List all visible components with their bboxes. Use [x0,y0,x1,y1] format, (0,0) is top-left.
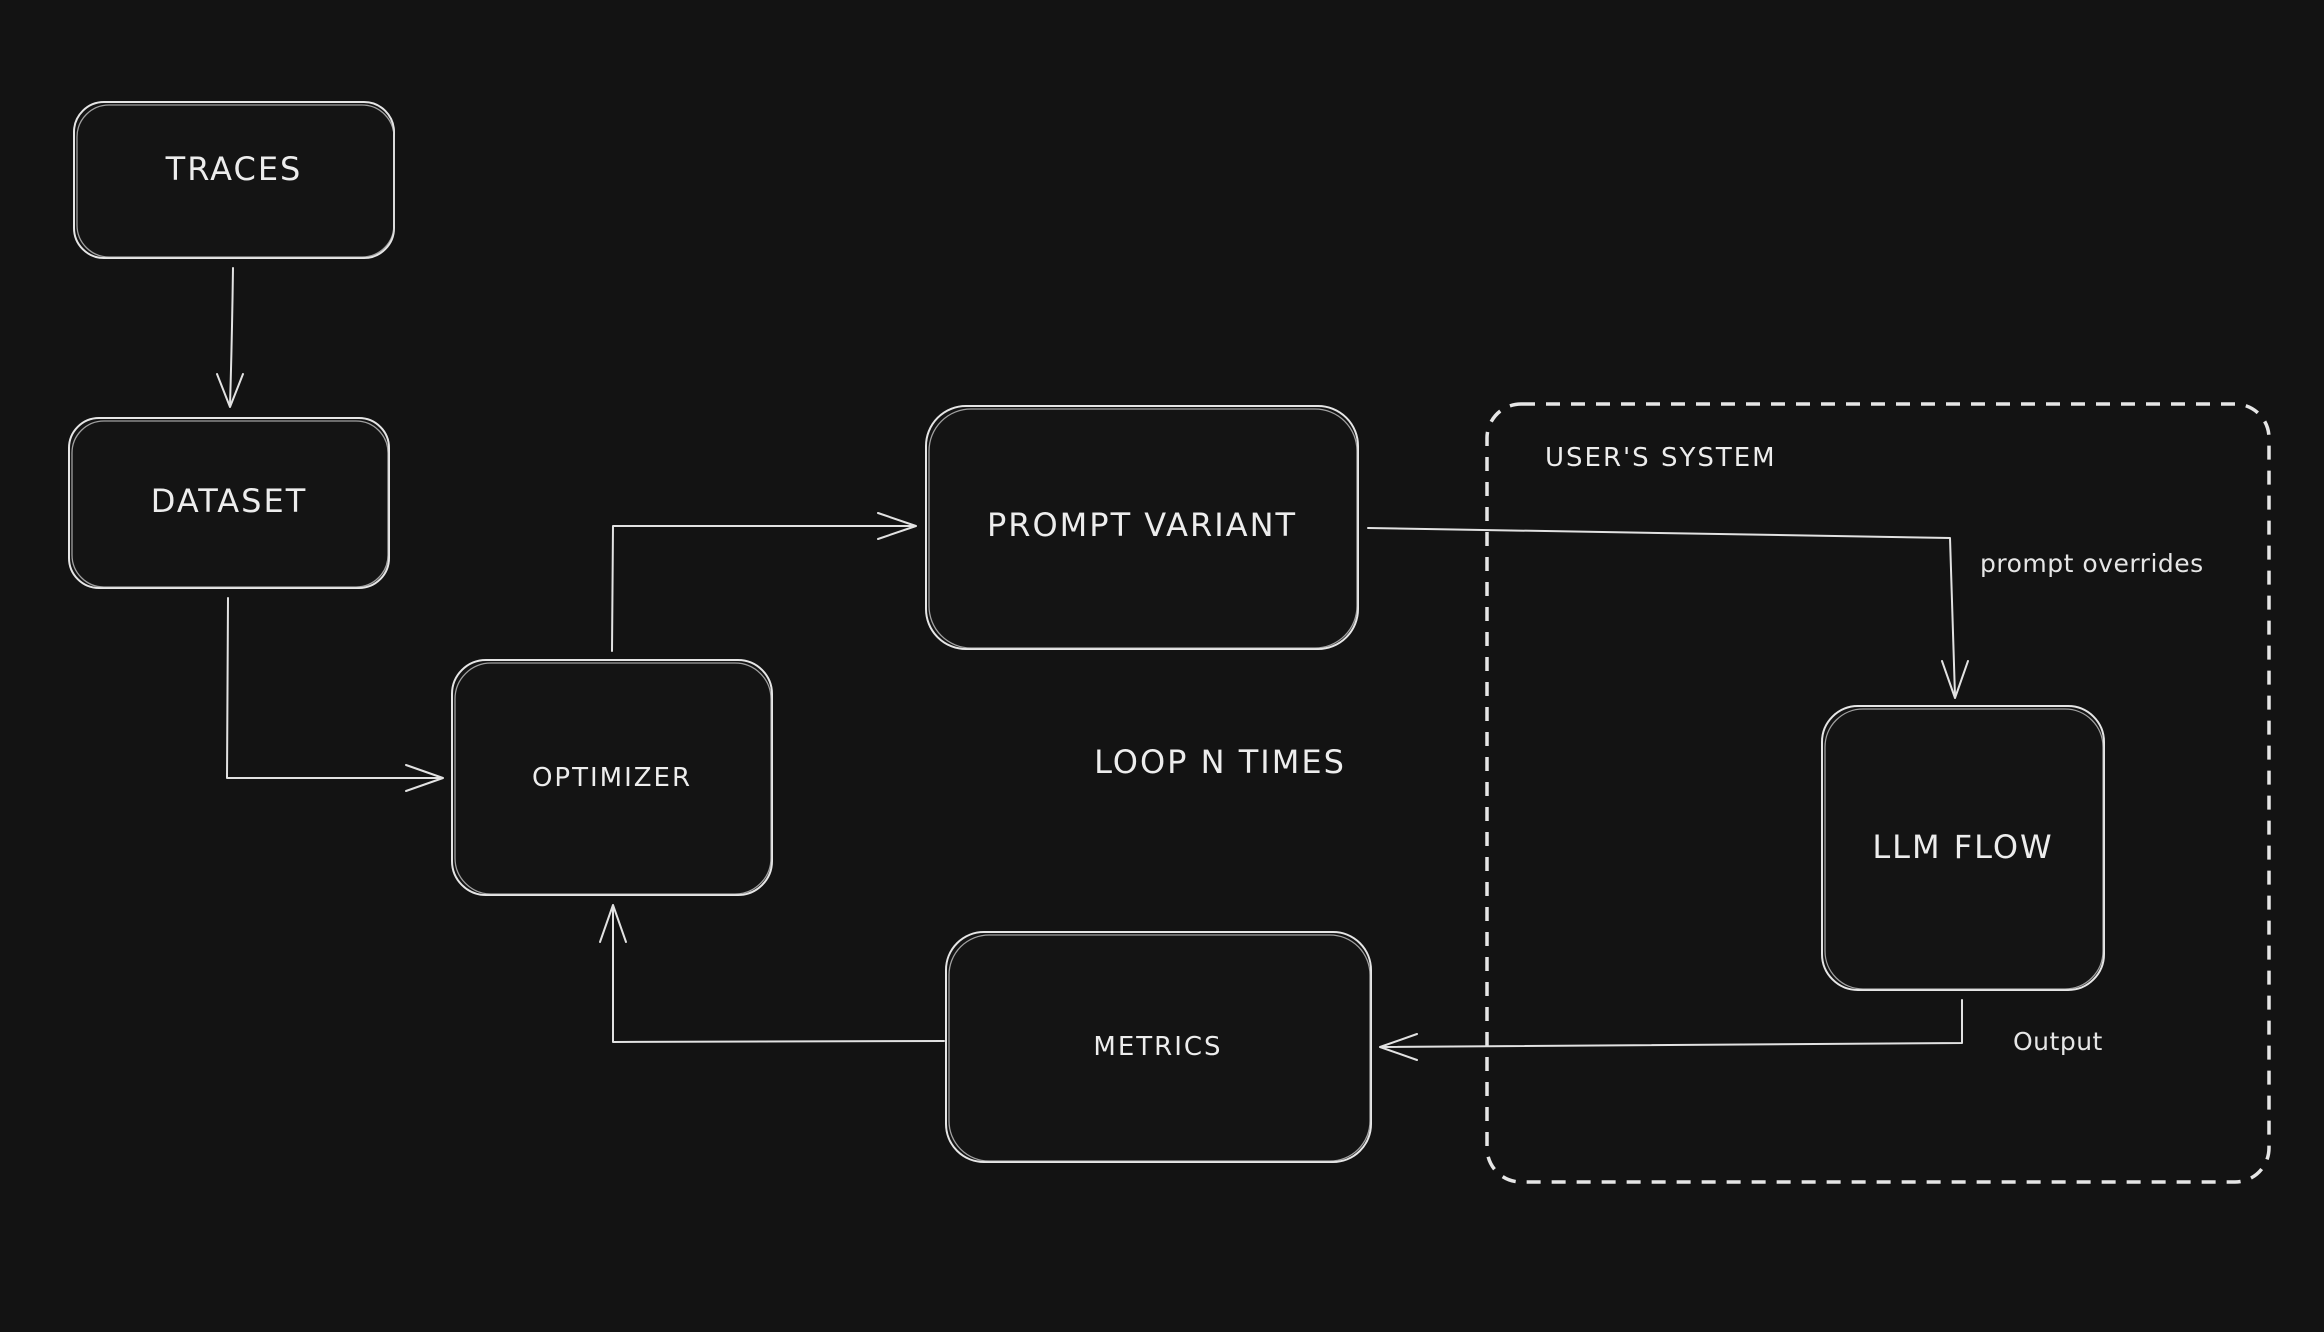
users-system-boundary [1485,402,2271,1184]
node-optimizer-label: OPTIMIZER [532,763,692,793]
edge-label-prompt-overrides: prompt overrides [1980,549,2204,578]
node-prompt-variant: PROMPT VARIANT [925,405,1359,650]
users-system-group: USER'S SYSTEM [1485,402,2271,1184]
node-metrics-label: METRICS [1093,1032,1222,1062]
edge-label-output: Output [2013,1027,2103,1056]
edge-optimizer-to-prompt-variant [611,512,917,652]
node-dataset-label: DATASET [151,482,308,520]
node-metrics: METRICS [945,931,1372,1163]
node-traces: TRACES [73,101,395,259]
node-llm-flow-label: LLM FLOW [1872,828,2053,866]
node-traces-label: TRACES [165,150,303,188]
node-dataset: DATASET [68,417,390,589]
loop-annotation: LOOP N TIMES [1094,743,1346,781]
edge-prompt-variant-to-llm-flow [1367,527,1969,699]
node-optimizer: OPTIMIZER [451,659,773,896]
node-llm-flow: LLM FLOW [1821,705,2105,991]
edge-traces-to-dataset [216,267,244,408]
edge-metrics-to-optimizer [599,904,945,1043]
node-prompt-variant-label: PROMPT VARIANT [987,506,1297,544]
edge-dataset-to-optimizer [226,597,444,792]
edge-llm-flow-to-metrics [1379,999,1963,1061]
users-system-label: USER'S SYSTEM [1545,443,1777,473]
